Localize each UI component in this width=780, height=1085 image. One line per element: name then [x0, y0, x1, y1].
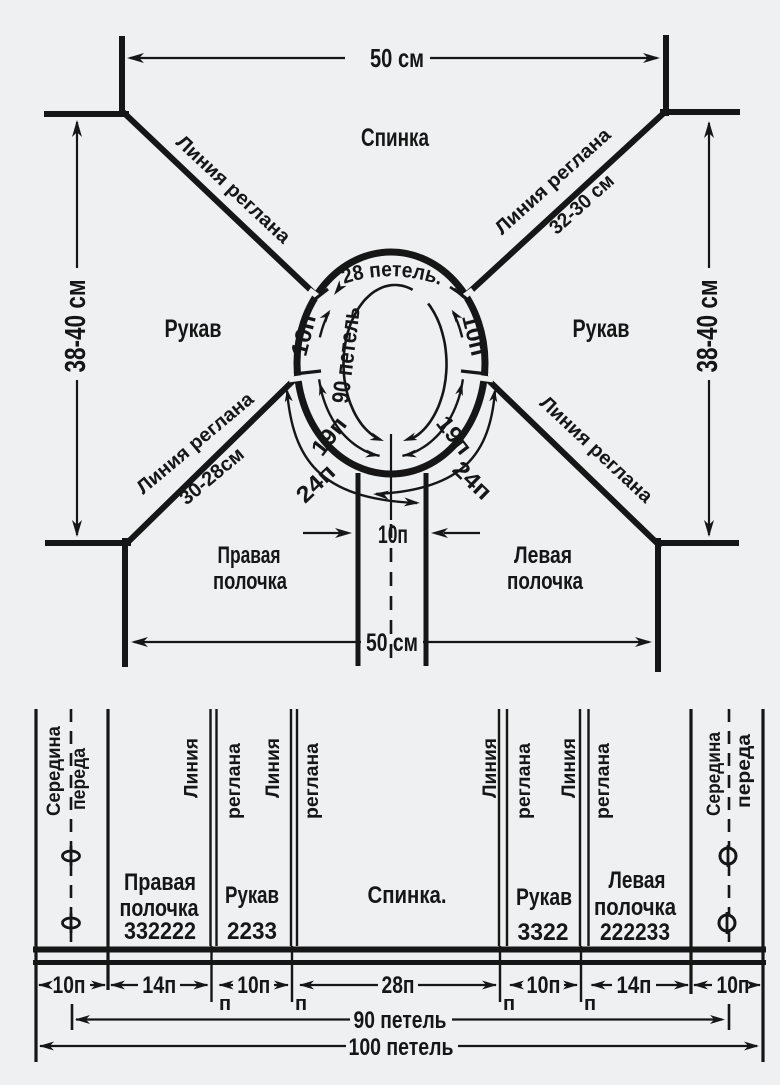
- svg-text:90 петель: 90 петель: [354, 1007, 447, 1034]
- svg-text:14п: 14п: [142, 972, 176, 999]
- svg-text:п: п: [584, 993, 596, 1015]
- svg-text:полочка: полочка: [507, 568, 584, 595]
- svg-text:Середина: Середина: [44, 726, 65, 816]
- svg-text:Левая: Левая: [609, 867, 666, 894]
- svg-text:24п: 24п: [448, 456, 498, 505]
- svg-text:Линия: Линия: [182, 738, 203, 798]
- svg-text:реглана: реглана: [593, 743, 614, 819]
- svg-text:10п: 10п: [527, 972, 561, 999]
- svg-text:Левая: Левая: [514, 542, 572, 569]
- svg-text:п: п: [219, 993, 231, 1015]
- svg-text:3322: 3322: [518, 919, 569, 946]
- svg-text:Спинка.: Спинка.: [368, 882, 447, 909]
- svg-text:Линия реглана: Линия реглана: [535, 392, 657, 508]
- svg-text:Рукав: Рукав: [516, 884, 572, 911]
- svg-text:10п: 10п: [237, 972, 270, 999]
- svg-text:реглана: реглана: [224, 743, 245, 819]
- svg-text:100 петель: 100 петель: [349, 1034, 454, 1061]
- svg-text:10п: 10п: [378, 521, 408, 549]
- svg-text:Рукав: Рукав: [165, 315, 222, 343]
- svg-text:24п: 24п: [291, 459, 341, 508]
- svg-text:10п: 10п: [717, 972, 750, 999]
- svg-text:28п: 28п: [382, 972, 415, 999]
- svg-text:90 петель: 90 петель: [327, 305, 366, 405]
- svg-text:10п: 10п: [457, 312, 492, 359]
- svg-text:Рукав: Рукав: [225, 882, 279, 909]
- svg-text:переда: переда: [69, 748, 90, 810]
- svg-text:332222: 332222: [124, 918, 196, 945]
- svg-text:2233: 2233: [227, 918, 277, 945]
- svg-text:реглана: реглана: [302, 743, 323, 819]
- svg-text:222233: 222233: [600, 919, 670, 946]
- svg-text:реглана: реглана: [514, 743, 535, 819]
- svg-text:Спинка: Спинка: [361, 124, 430, 152]
- svg-text:Линия: Линия: [559, 738, 580, 798]
- svg-text:п: п: [503, 993, 515, 1015]
- svg-text:50 см: 50 см: [366, 629, 418, 657]
- svg-text:Правая: Правая: [218, 542, 281, 569]
- svg-text:Рукав: Рукав: [573, 315, 630, 343]
- svg-text:50 см: 50 см: [370, 43, 424, 73]
- svg-text:Линия реглана: Линия реглана: [171, 131, 294, 248]
- svg-text:полочка: полочка: [213, 568, 287, 595]
- svg-text:Правая: Правая: [124, 869, 196, 896]
- svg-text:Середина: Середина: [704, 732, 725, 816]
- svg-text:10п: 10п: [286, 312, 321, 359]
- svg-text:Линия: Линия: [480, 738, 501, 798]
- svg-text:10п: 10п: [53, 972, 86, 999]
- svg-text:полочка: полочка: [120, 895, 200, 922]
- svg-text:переда: переда: [734, 734, 755, 808]
- svg-text:п: п: [295, 993, 307, 1015]
- svg-text:14п: 14п: [617, 972, 652, 999]
- svg-text:38-40 см: 38-40 см: [692, 280, 724, 373]
- svg-text:полочка: полочка: [594, 894, 677, 921]
- svg-text:38-40 см: 38-40 см: [60, 280, 92, 373]
- svg-text:Линия: Линия: [263, 738, 284, 798]
